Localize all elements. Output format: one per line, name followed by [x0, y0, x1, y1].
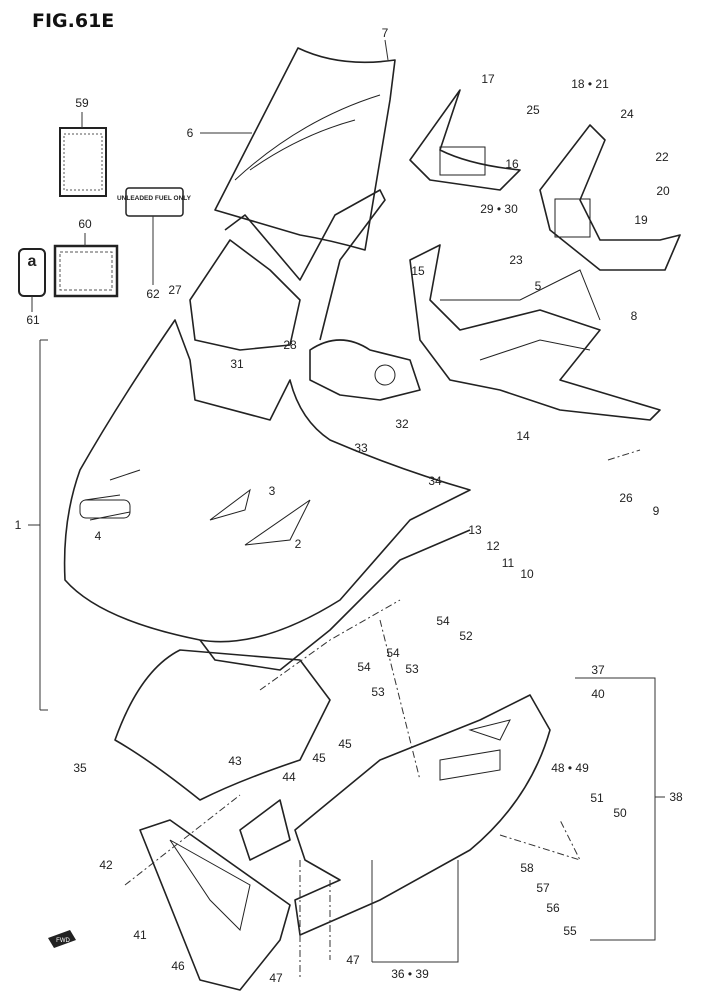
lower-cowl	[114, 649, 551, 991]
callout: 61	[26, 313, 40, 327]
upper-fairing	[63, 319, 471, 671]
callout: 58	[520, 861, 534, 875]
callout: 18 • 21	[571, 77, 609, 91]
callout: 13	[468, 523, 482, 537]
decal-59	[59, 112, 107, 197]
callout: 15	[411, 264, 425, 278]
decal-62-unleaded: UNLEADED FUEL ONLY	[117, 187, 192, 285]
callout: 1	[15, 518, 22, 532]
callout: 33	[354, 441, 368, 455]
callout: 46	[171, 959, 185, 973]
callout: 45	[312, 751, 326, 765]
callout: 23	[509, 253, 523, 267]
callout: 42	[99, 858, 113, 872]
front-arrow-label: FWD	[56, 938, 70, 944]
callout: 2	[295, 537, 302, 551]
callout: 54	[357, 660, 371, 674]
callout: 12	[486, 539, 500, 553]
callout: 32	[395, 417, 409, 431]
callout: 34	[428, 474, 442, 488]
side-panels	[409, 89, 681, 271]
fairing-stay-frame	[409, 244, 661, 421]
callout: 5	[535, 279, 542, 293]
callout: 55	[563, 924, 577, 938]
callout: 20	[656, 184, 670, 198]
meter-bracket	[189, 189, 421, 401]
callout: 27	[168, 283, 182, 297]
callout: 31	[230, 357, 244, 371]
callout: 29 • 30	[480, 202, 518, 216]
callout: 25	[526, 103, 540, 117]
figure-title: FIG.61E	[32, 10, 114, 32]
callout: 16	[505, 157, 519, 171]
decal-60	[53, 233, 119, 298]
callout: 52	[459, 629, 473, 643]
callout: 48 • 49	[551, 761, 589, 775]
callout: 8	[631, 309, 638, 323]
callout: 10	[520, 567, 534, 581]
callout: 57	[536, 881, 550, 895]
callout: 24	[620, 107, 634, 121]
callout: 54	[436, 614, 450, 628]
callout: 14	[516, 429, 530, 443]
callout: 7	[382, 26, 389, 40]
fuel-label-text: UNLEADED FUEL ONLY	[117, 195, 192, 202]
callout: 37	[591, 663, 605, 677]
callout: 44	[282, 770, 296, 784]
callout: 50	[613, 806, 627, 820]
callout: 53	[405, 662, 419, 676]
callout: 40	[591, 687, 605, 701]
callout: 51	[590, 791, 604, 805]
callout: 59	[75, 96, 89, 110]
callout: 28	[283, 338, 297, 352]
windscreen	[200, 39, 396, 251]
callout: 60	[78, 217, 92, 231]
callout: 26	[619, 491, 633, 505]
callout-labels: 7 6 59 60 61 62 17 18 • 21 25 24 16 22 2…	[15, 26, 683, 985]
callout: 38	[669, 790, 683, 804]
callout: 6	[187, 126, 194, 140]
callout: 4	[95, 529, 102, 543]
callout: 43	[228, 754, 242, 768]
callout: 11	[502, 556, 515, 570]
callout: 54	[386, 646, 400, 660]
callout: 41	[133, 928, 147, 942]
callout: 22	[655, 150, 669, 164]
callout: 35	[73, 761, 87, 775]
callout: 36 • 39	[391, 967, 429, 981]
callout: 17	[481, 72, 495, 86]
callout: 56	[546, 901, 560, 915]
callout: 53	[371, 685, 385, 699]
callout: 45	[338, 737, 352, 751]
front-direction-arrow: FWD	[48, 930, 76, 948]
callout: 19	[634, 213, 648, 227]
callout: 47	[346, 953, 360, 967]
decal-61-letter: a	[28, 253, 37, 270]
callout: 9	[653, 504, 660, 518]
callout: 62	[146, 287, 160, 301]
callout: 3	[269, 484, 276, 498]
decal-61: a	[18, 248, 46, 312]
callout: 47	[269, 971, 283, 985]
